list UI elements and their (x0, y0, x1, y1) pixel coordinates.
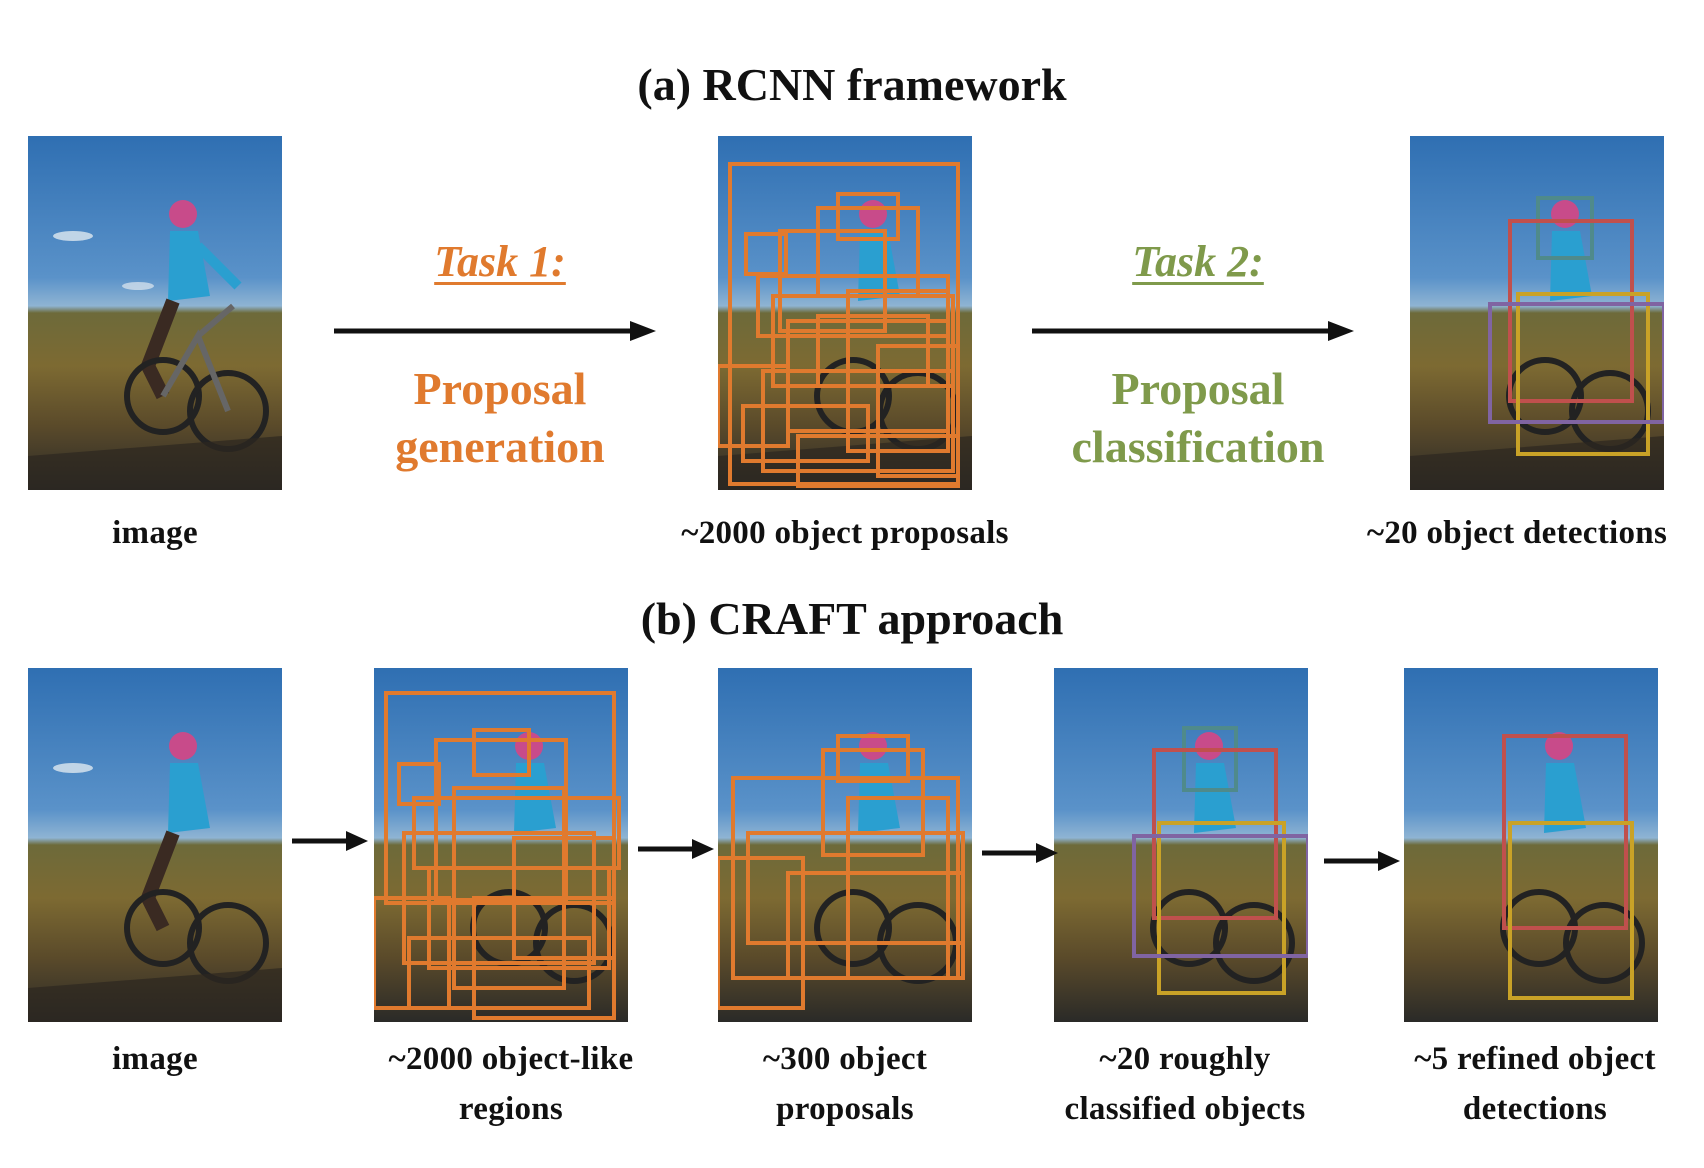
cyclist-scene (28, 200, 282, 490)
caption-b-1: image (28, 1034, 282, 1084)
arrow-task1 (334, 321, 656, 341)
proposal-boxes-300 (718, 734, 965, 1010)
caption-b-2: ~2000 object-like regions (346, 1034, 676, 1134)
region-boxes (374, 691, 621, 1020)
detection-boxes (1488, 196, 1664, 456)
proposal-boxes (718, 162, 960, 488)
cyclist-scene (1150, 732, 1295, 984)
photo-proposals-a (718, 136, 972, 490)
caption-b-5-line2: detections (1462, 1091, 1608, 1127)
caption-image-a: image (112, 515, 198, 551)
caption-b-4-line2: classified objects (1064, 1091, 1306, 1127)
caption-b-3-line2: proposals (776, 1091, 914, 1127)
task2-line1: Proposal (1111, 363, 1285, 414)
task2-label: Task 2: (1132, 237, 1264, 286)
classified-boxes (1132, 726, 1308, 995)
photo-300-proposals (718, 668, 972, 1022)
caption-b-3: ~300 object proposals (705, 1034, 985, 1134)
task2-line2: classification (1071, 421, 1325, 472)
task1-line1: Proposal (413, 363, 587, 414)
photo-detections-a (1410, 136, 1664, 490)
section-a-title: (a) RCNN framework (637, 59, 1067, 110)
arrow-task2 (1032, 321, 1354, 341)
caption-b-4: ~20 roughly classified objects (1020, 1034, 1350, 1134)
caption-b-4-line1: ~20 roughly (1099, 1041, 1271, 1077)
caption-b-2-line1: ~2000 object-like (388, 1041, 634, 1077)
photo-input-image-a (28, 136, 282, 490)
photo-input-image-b (28, 668, 282, 1022)
arrow-b4 (1324, 851, 1400, 871)
caption-b-2-line2: regions (458, 1091, 564, 1127)
caption-b-5: ~5 refined object detections (1370, 1034, 1700, 1134)
photo-refined-detections (1404, 668, 1658, 1022)
task2-description: Proposal classification (1018, 360, 1378, 476)
caption-detections-a: ~20 object detections (1366, 515, 1668, 551)
caption-b-1-line1: image (112, 1041, 198, 1077)
task1-description: Proposal generation (320, 360, 680, 476)
refined-boxes (1502, 734, 1634, 1000)
photo-object-like-regions (374, 668, 628, 1022)
arrow-b1 (292, 831, 368, 851)
arrow-b3 (982, 843, 1058, 863)
caption-proposals-a: ~2000 object proposals (681, 515, 1009, 551)
photo-roughly-classified (1054, 668, 1308, 1022)
task1-label: Task 1: (434, 237, 566, 286)
section-b-title: (b) CRAFT approach (640, 593, 1064, 644)
arrow-b2 (638, 839, 714, 859)
caption-b-5-line1: ~5 refined object (1414, 1041, 1656, 1077)
cyclist-scene (28, 732, 282, 1022)
caption-b-3-line1: ~300 object (762, 1041, 928, 1077)
task1-line2: generation (395, 421, 605, 472)
